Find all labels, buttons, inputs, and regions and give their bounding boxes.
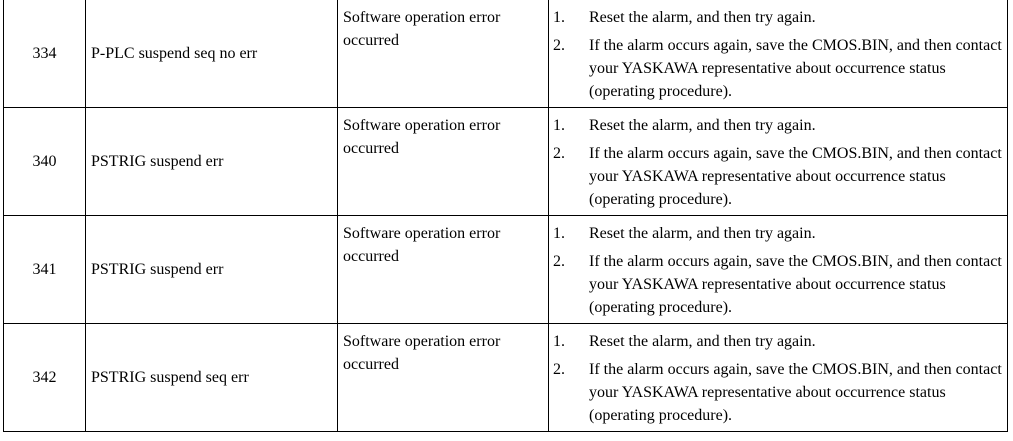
- alarm-name: P-PLC suspend seq no err: [85, 0, 338, 108]
- alarm-code: 342: [3, 323, 86, 432]
- alarm-code: 340: [3, 107, 86, 216]
- remedy-step: 1. Reset the alarm, and then try again.: [553, 114, 1003, 137]
- step-text: Reset the alarm, and then try again.: [589, 9, 816, 26]
- alarm-name: PSTRIG suspend seq err: [85, 323, 338, 432]
- step-number: 1.: [553, 9, 565, 26]
- step-number: 1.: [553, 225, 565, 242]
- step-number: 2.: [553, 361, 565, 378]
- remedy-step: 2. If the alarm occurs again, save the C…: [553, 34, 1003, 103]
- remedy-step: 2. If the alarm occurs again, save the C…: [553, 358, 1003, 427]
- step-number: 2.: [553, 37, 565, 54]
- step-number: 2.: [553, 253, 565, 270]
- alarm-remedy: 1. Reset the alarm, and then try again. …: [548, 215, 1008, 324]
- table-row: 342 PSTRIG suspend seq err Software oper…: [3, 323, 1008, 432]
- step-number: 2.: [553, 145, 565, 162]
- table-row: 334 P-PLC suspend seq no err Software op…: [3, 0, 1008, 108]
- alarm-name: PSTRIG suspend err: [85, 215, 338, 324]
- step-number: 1.: [553, 333, 565, 350]
- step-text: Reset the alarm, and then try again.: [589, 225, 816, 242]
- table-row: 340 PSTRIG suspend err Software operatio…: [3, 107, 1008, 216]
- alarm-remedy: 1. Reset the alarm, and then try again. …: [548, 323, 1008, 432]
- alarm-cause: Software operation error occurred: [337, 107, 549, 216]
- alarm-cause: Software operation error occurred: [337, 0, 549, 108]
- remedy-step: 2. If the alarm occurs again, save the C…: [553, 250, 1003, 319]
- alarm-name: PSTRIG suspend err: [85, 107, 338, 216]
- remedy-step: 2. If the alarm occurs again, save the C…: [553, 142, 1003, 211]
- remedy-step: 1. Reset the alarm, and then try again.: [553, 222, 1003, 245]
- step-text: Reset the alarm, and then try again.: [589, 333, 816, 350]
- step-text: If the alarm occurs again, save the CMOS…: [589, 253, 1002, 316]
- alarm-remedy: 1. Reset the alarm, and then try again. …: [548, 0, 1008, 108]
- alarm-cause: Software operation error occurred: [337, 323, 549, 432]
- alarm-code: 341: [3, 215, 86, 324]
- step-text: If the alarm occurs again, save the CMOS…: [589, 361, 1002, 424]
- remedy-step: 1. Reset the alarm, and then try again.: [553, 330, 1003, 353]
- step-text: If the alarm occurs again, save the CMOS…: [589, 37, 1002, 100]
- step-text: If the alarm occurs again, save the CMOS…: [589, 145, 1002, 208]
- table-row: 341 PSTRIG suspend err Software operatio…: [3, 215, 1008, 324]
- step-number: 1.: [553, 117, 565, 134]
- alarm-code: 334: [3, 0, 86, 108]
- step-text: Reset the alarm, and then try again.: [589, 117, 816, 134]
- remedy-step: 1. Reset the alarm, and then try again.: [553, 6, 1003, 29]
- alarm-remedy: 1. Reset the alarm, and then try again. …: [548, 107, 1008, 216]
- alarm-cause: Software operation error occurred: [337, 215, 549, 324]
- alarm-table: 334 P-PLC suspend seq no err Software op…: [3, 0, 1008, 432]
